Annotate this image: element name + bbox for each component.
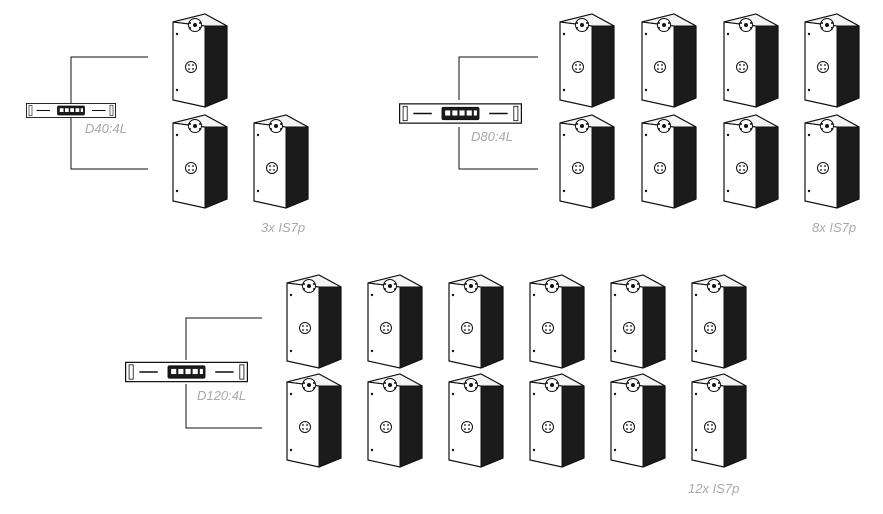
amplifier-label: D120:4L [197,388,246,403]
speaker-icon [253,114,309,209]
group-d80: D80:4L 8x IS7p [399,13,860,235]
speaker-icon [804,114,860,209]
speaker-icon [172,13,228,108]
speaker-count-caption: 3x IS7p [261,220,305,235]
speaker-icon [286,373,342,468]
speaker-icon [367,373,423,468]
amplifier-icon [125,361,248,383]
speaker-icon [559,13,615,108]
cable-line [70,56,148,106]
group-d40: D40:4L 3x IS7p [25,13,309,235]
cable-line [458,127,538,170]
group-d120: D120:4L 12x IS7p [125,274,747,496]
speaker-icon [610,373,666,468]
speaker-icon [448,373,504,468]
speaker-icon [529,373,585,468]
speaker-icon [804,13,860,108]
speaker-icon [723,114,779,209]
speaker-icon [641,114,697,209]
cable-line [458,56,538,100]
speaker-icon [559,114,615,209]
cable-line [185,384,262,429]
speaker-icon [286,274,342,369]
amplifier-icon [399,102,522,125]
cable-line [70,117,148,170]
cable-line [185,317,262,360]
amplifier-label: D40:4L [85,121,127,136]
speaker-icon [641,13,697,108]
speaker-icon [691,373,747,468]
amplifier-icon [25,103,117,118]
speaker-count-caption: 12x IS7p [688,481,739,496]
speaker-icon [723,13,779,108]
amplifier-label: D80:4L [471,129,513,144]
speaker-icon [529,274,585,369]
speaker-count-caption: 8x IS7p [812,220,856,235]
speaker-icon [448,274,504,369]
speaker-icon [172,114,228,209]
speaker-icon [691,274,747,369]
speaker-icon [610,274,666,369]
speaker-icon [367,274,423,369]
